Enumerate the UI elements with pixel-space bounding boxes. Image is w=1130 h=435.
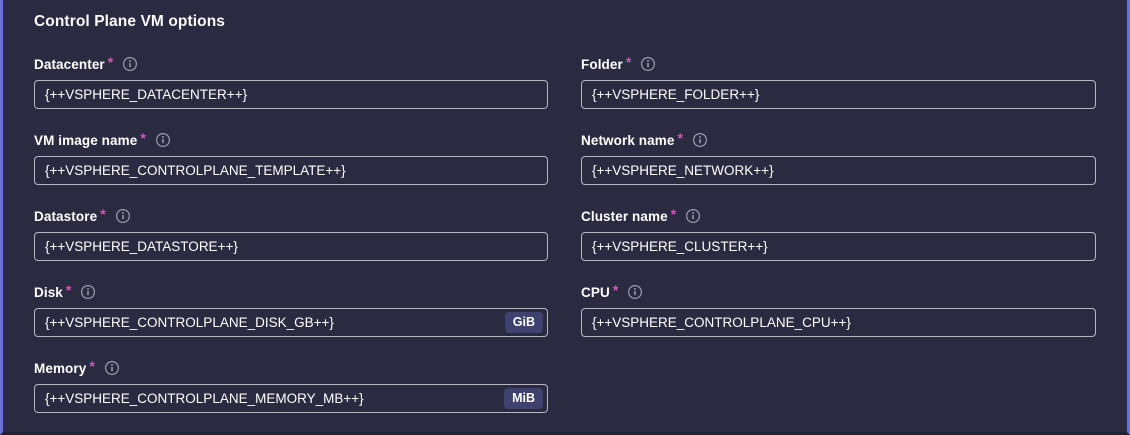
field-label-row: Network name * (581, 130, 1096, 149)
info-circle-icon[interactable] (115, 208, 131, 224)
required-asterisk: * (89, 358, 95, 374)
field-label-row: Folder * (581, 54, 1096, 73)
field-network-name: Network name * (581, 130, 1096, 185)
required-asterisk: * (100, 206, 106, 222)
unit-badge: GiB (504, 312, 543, 333)
field-label: Network name (581, 132, 675, 148)
field-label: Folder (581, 56, 623, 72)
field-input-wrap (581, 308, 1096, 337)
field-memory: Memory * MiB (34, 358, 548, 413)
vm-image-name-input[interactable] (34, 156, 548, 185)
cluster-name-input[interactable] (581, 232, 1096, 261)
section-title: Control Plane VM options (34, 13, 225, 30)
required-asterisk: * (625, 54, 632, 70)
field-disk: Disk * GiB (34, 282, 548, 337)
field-datastore: Datastore * (34, 206, 548, 261)
field-label-row: CPU * (581, 282, 1096, 301)
field-input-wrap: MiB (34, 384, 548, 413)
info-circle-icon[interactable] (122, 56, 138, 72)
field-input-wrap (34, 232, 548, 261)
info-circle-icon[interactable] (104, 360, 120, 376)
field-input-wrap (34, 80, 548, 109)
required-asterisk: * (677, 130, 683, 146)
form-column-left: Datacenter * VM image name * (34, 54, 548, 435)
field-vm-image-name: VM image name * (34, 130, 548, 185)
field-label: Datastore (34, 208, 98, 224)
info-circle-icon[interactable] (640, 56, 656, 72)
form-column-right: Folder * Network name * (581, 54, 1096, 435)
field-input-wrap (581, 80, 1096, 109)
required-asterisk: * (65, 282, 72, 298)
field-input-wrap (581, 232, 1096, 261)
required-asterisk: * (107, 54, 114, 70)
field-label: Memory (34, 360, 87, 376)
field-label: VM image name (34, 132, 138, 148)
field-label: CPU (581, 284, 610, 300)
field-cluster-name: Cluster name * (581, 206, 1096, 261)
field-input-wrap: GiB (34, 308, 548, 337)
field-input-wrap (34, 156, 548, 185)
info-circle-icon[interactable] (692, 132, 708, 148)
field-label-row: Memory * (34, 358, 548, 377)
field-label-row: Datacenter * (34, 54, 548, 73)
field-label-row: VM image name * (34, 130, 548, 149)
info-circle-icon[interactable] (627, 284, 643, 300)
datacenter-input[interactable] (34, 80, 548, 109)
field-label: Disk (34, 284, 63, 300)
field-input-wrap (581, 156, 1096, 185)
required-asterisk: * (140, 130, 146, 146)
form-columns: Datacenter * VM image name * (34, 54, 1096, 435)
required-asterisk: * (670, 206, 677, 222)
field-label-row: Disk * (34, 282, 548, 301)
datastore-input[interactable] (34, 232, 548, 261)
field-label-row: Cluster name * (581, 206, 1096, 225)
field-label: Cluster name (581, 208, 668, 224)
network-name-input[interactable] (581, 156, 1096, 185)
required-asterisk: * (612, 282, 619, 298)
field-label-row: Datastore * (34, 206, 548, 225)
memory-input[interactable] (34, 384, 548, 413)
unit-badge: MiB (504, 388, 543, 409)
cpu-input[interactable] (581, 308, 1096, 337)
field-label: Datacenter (34, 56, 105, 72)
field-cpu: CPU * (581, 282, 1096, 337)
info-circle-icon[interactable] (155, 132, 171, 148)
field-datacenter: Datacenter * (34, 54, 548, 109)
info-circle-icon[interactable] (80, 284, 96, 300)
field-folder: Folder * (581, 54, 1096, 109)
folder-input[interactable] (581, 80, 1096, 109)
disk-input[interactable] (34, 308, 548, 337)
info-circle-icon[interactable] (685, 208, 701, 224)
